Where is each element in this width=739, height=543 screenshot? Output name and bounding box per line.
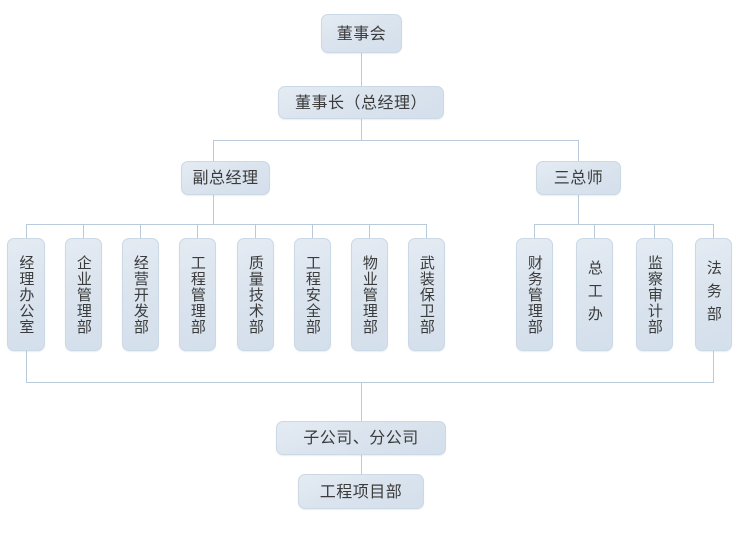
connector-to-three-chiefs [578,140,579,161]
node-dept-manager-office[interactable]: 经理办公室 [7,238,45,351]
node-engineering-project-dept[interactable]: 工程项目部 [298,474,424,509]
connector-right-dept-stub-3 [654,224,655,238]
connector-right-dept-bar [534,224,714,225]
connector-chairman-down [361,119,362,140]
node-dept-supervision-audit[interactable]: 监察审计部 [636,238,673,351]
connector-left-dept-stub-2 [83,224,84,238]
node-dept-quality-technology[interactable]: 质量技术部 [237,238,274,351]
node-three-chief-engineers[interactable]: 三总师 [536,161,621,195]
connector-left-dept-stub-1 [26,224,27,238]
connector-right-dept-stub-2 [594,224,595,238]
connector-right-dept-stub-1 [534,224,535,238]
node-dept-business-development[interactable]: 经营开发部 [122,238,159,351]
node-dept-engineering-management[interactable]: 工程管理部 [179,238,216,351]
connector-left-dept-stub-3 [140,224,141,238]
connector-right-dept-stub-4 [713,224,714,238]
node-dept-finance-management[interactable]: 财务管理部 [516,238,553,351]
connector-bottom-bar-to-subsidiary [361,382,362,421]
node-dept-chief-engineer-office[interactable]: 总工办 [576,238,613,351]
connector-subsidiary-to-project [361,455,362,474]
connector-last-dept-down [713,351,714,382]
node-deputy-general-manager[interactable]: 副总经理 [181,161,270,195]
connector-left-dept-stub-7 [369,224,370,238]
connector-to-deputy-gm [213,140,214,161]
connector-level3-bar [213,140,579,141]
connector-left-dept-stub-6 [312,224,313,238]
node-dept-engineering-safety[interactable]: 工程安全部 [294,238,331,351]
connector-deputy-gm-down [213,195,214,224]
connector-first-dept-down [26,351,27,382]
node-board-of-directors[interactable]: 董事会 [321,14,402,53]
node-dept-property-management[interactable]: 物业管理部 [351,238,388,351]
connector-three-chiefs-down [578,195,579,224]
node-chairman-general-manager[interactable]: 董事长（总经理） [278,86,444,119]
connector-left-dept-stub-8 [426,224,427,238]
node-dept-armed-security[interactable]: 武装保卫部 [408,238,445,351]
connector-left-dept-stub-5 [255,224,256,238]
node-dept-enterprise-management[interactable]: 企业管理部 [65,238,102,351]
connector-left-dept-stub-4 [197,224,198,238]
connector-board-to-chairman [361,53,362,86]
connector-bottom-bar [26,382,714,383]
node-subsidiaries-branches[interactable]: 子公司、分公司 [276,421,446,455]
node-dept-legal-affairs[interactable]: 法务部 [695,238,732,351]
connector-left-dept-bar [26,224,426,225]
